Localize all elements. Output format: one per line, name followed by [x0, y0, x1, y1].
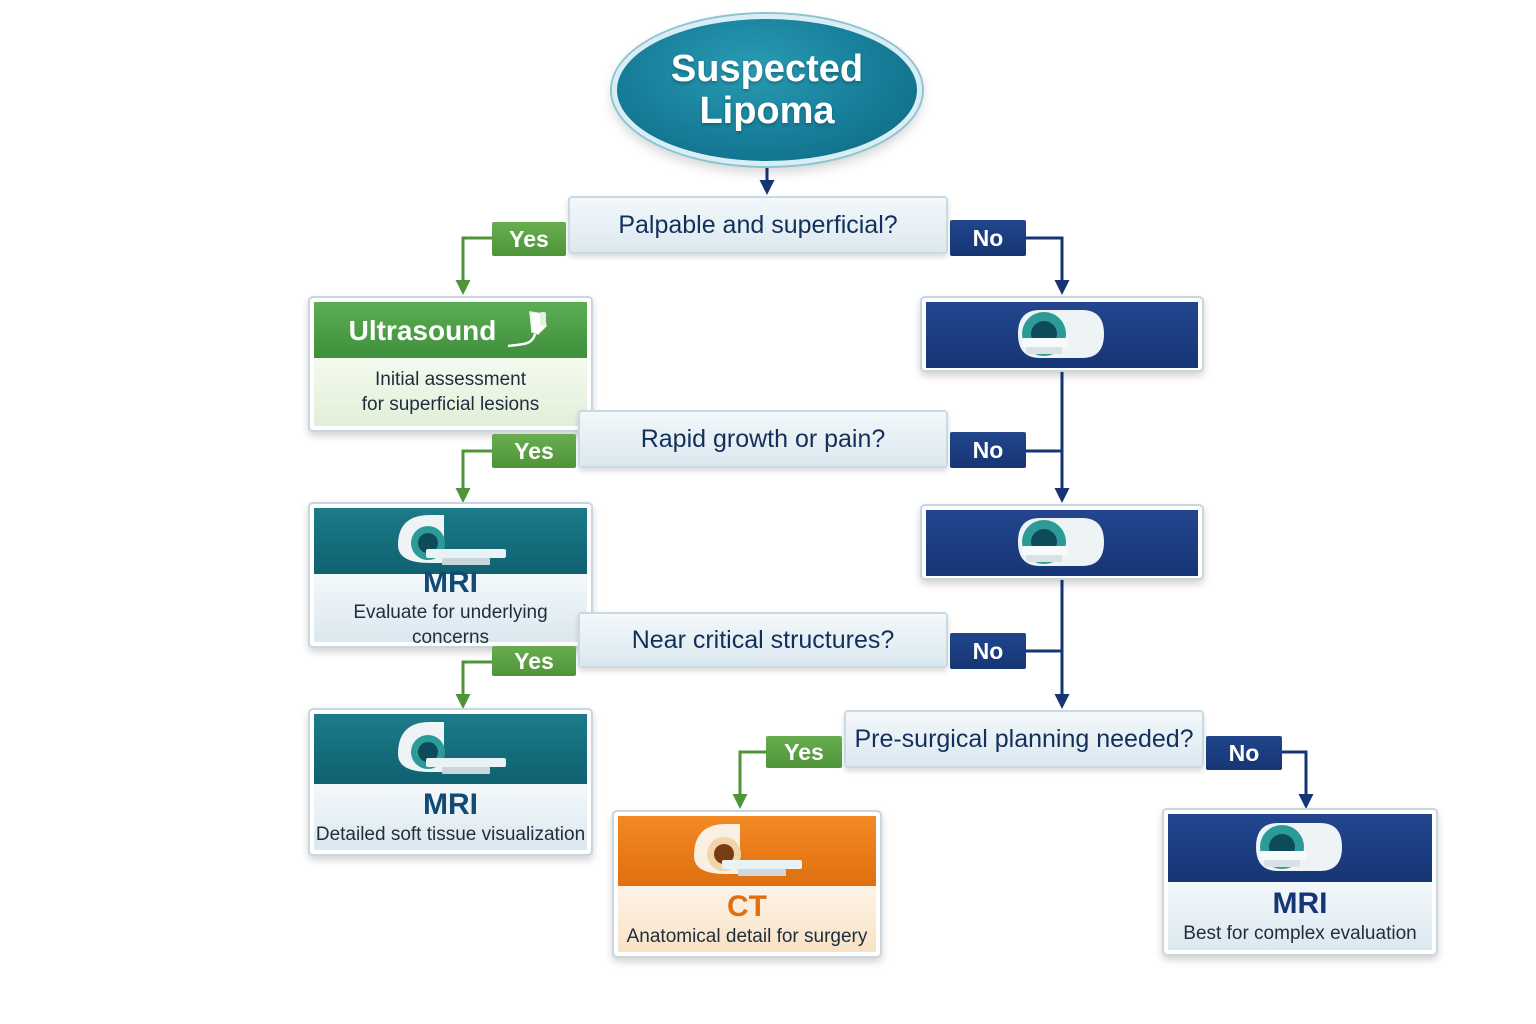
card-mri-evaluate: MRI Evaluate for underlying concerns: [308, 502, 593, 648]
card-desc: Best for complex evaluation: [1183, 922, 1417, 944]
card-mri-detailed: MRI Detailed soft tissue visualization: [308, 708, 593, 856]
card-header: [926, 302, 1198, 368]
start-label: Suspected Lipoma: [670, 48, 864, 132]
card-no-branch-2: [920, 504, 1204, 580]
card-ultrasound: Ultrasound Initial assessment for superf…: [308, 296, 593, 432]
card-title: CT: [727, 889, 767, 923]
card-header: [618, 816, 876, 886]
yes-label: Yes: [492, 646, 576, 676]
connector-q1-no: [1026, 236, 1070, 295]
decision-palpable-superficial: Palpable and superficial?: [568, 196, 948, 254]
decision-label: Near critical structures?: [631, 625, 895, 654]
card-body: CT Anatomical detail for surgery: [618, 886, 876, 952]
yes-label: Yes: [492, 222, 566, 256]
decision-label: Pre-surgical planning needed?: [854, 724, 1194, 753]
connector-q4-no: [1282, 750, 1314, 809]
card-desc: Anatomical detail for surgery: [626, 925, 868, 947]
card-body: MRI Detailed soft tissue visualization: [314, 784, 587, 850]
ultrasound-probe-icon: [506, 306, 552, 357]
card-header: [926, 510, 1198, 576]
connector-q2-yes: [455, 449, 492, 503]
card-title: Ultrasound: [348, 315, 497, 346]
card-header: [1168, 814, 1432, 882]
card-header: Ultrasound: [314, 302, 587, 360]
mri-scanner-icon: [1250, 815, 1350, 882]
decision-label: Rapid growth or pain?: [640, 424, 886, 453]
mri-scanner-icon: [1012, 302, 1112, 369]
yes-label: Yes: [766, 736, 842, 768]
card-mri-complex: MRI Best for complex evaluation: [1162, 808, 1438, 956]
decision-near-critical-structures: Near critical structures?: [578, 612, 948, 668]
card-title: MRI: [423, 787, 478, 821]
card-header: [314, 508, 587, 574]
card-desc-line2: for superficial lesions: [361, 394, 540, 415]
yes-label: Yes: [492, 434, 576, 468]
start-node: Suspected Lipoma: [612, 14, 922, 166]
no-label: No: [950, 432, 1026, 468]
card-body: MRI Evaluate for underlying concerns: [314, 566, 587, 646]
no-label: No: [1206, 736, 1282, 770]
decision-label: Palpable and superficial?: [618, 210, 898, 239]
card-desc-line1: Initial assessment: [374, 369, 526, 390]
mri-scanner-icon: [386, 507, 516, 576]
no-label: No: [950, 220, 1026, 256]
decision-pre-surgical-planning: Pre-surgical planning needed?: [844, 710, 1204, 768]
card-body: Initial assessment for superficial lesio…: [314, 358, 587, 426]
connector-q1-yes: [455, 236, 492, 295]
card-title: MRI: [1272, 886, 1328, 920]
connector-q3-yes: [455, 660, 492, 709]
card-no-branch-1: [920, 296, 1204, 372]
card-header: [314, 714, 587, 784]
card-desc: Evaluate for underlying concerns: [353, 602, 548, 648]
no-label: No: [950, 633, 1026, 669]
card-desc: Detailed soft tissue visualization: [315, 823, 586, 845]
mri-scanner-icon: [386, 714, 516, 785]
decision-rapid-growth-pain: Rapid growth or pain?: [578, 410, 948, 468]
card-ct: CT Anatomical detail for surgery: [612, 810, 882, 958]
connector-q4-yes: [732, 750, 766, 809]
mri-scanner-icon: [1012, 510, 1112, 577]
card-body: MRI Best for complex evaluation: [1168, 882, 1432, 950]
card-title: MRI: [423, 566, 478, 599]
ct-scanner-icon: [682, 816, 812, 887]
